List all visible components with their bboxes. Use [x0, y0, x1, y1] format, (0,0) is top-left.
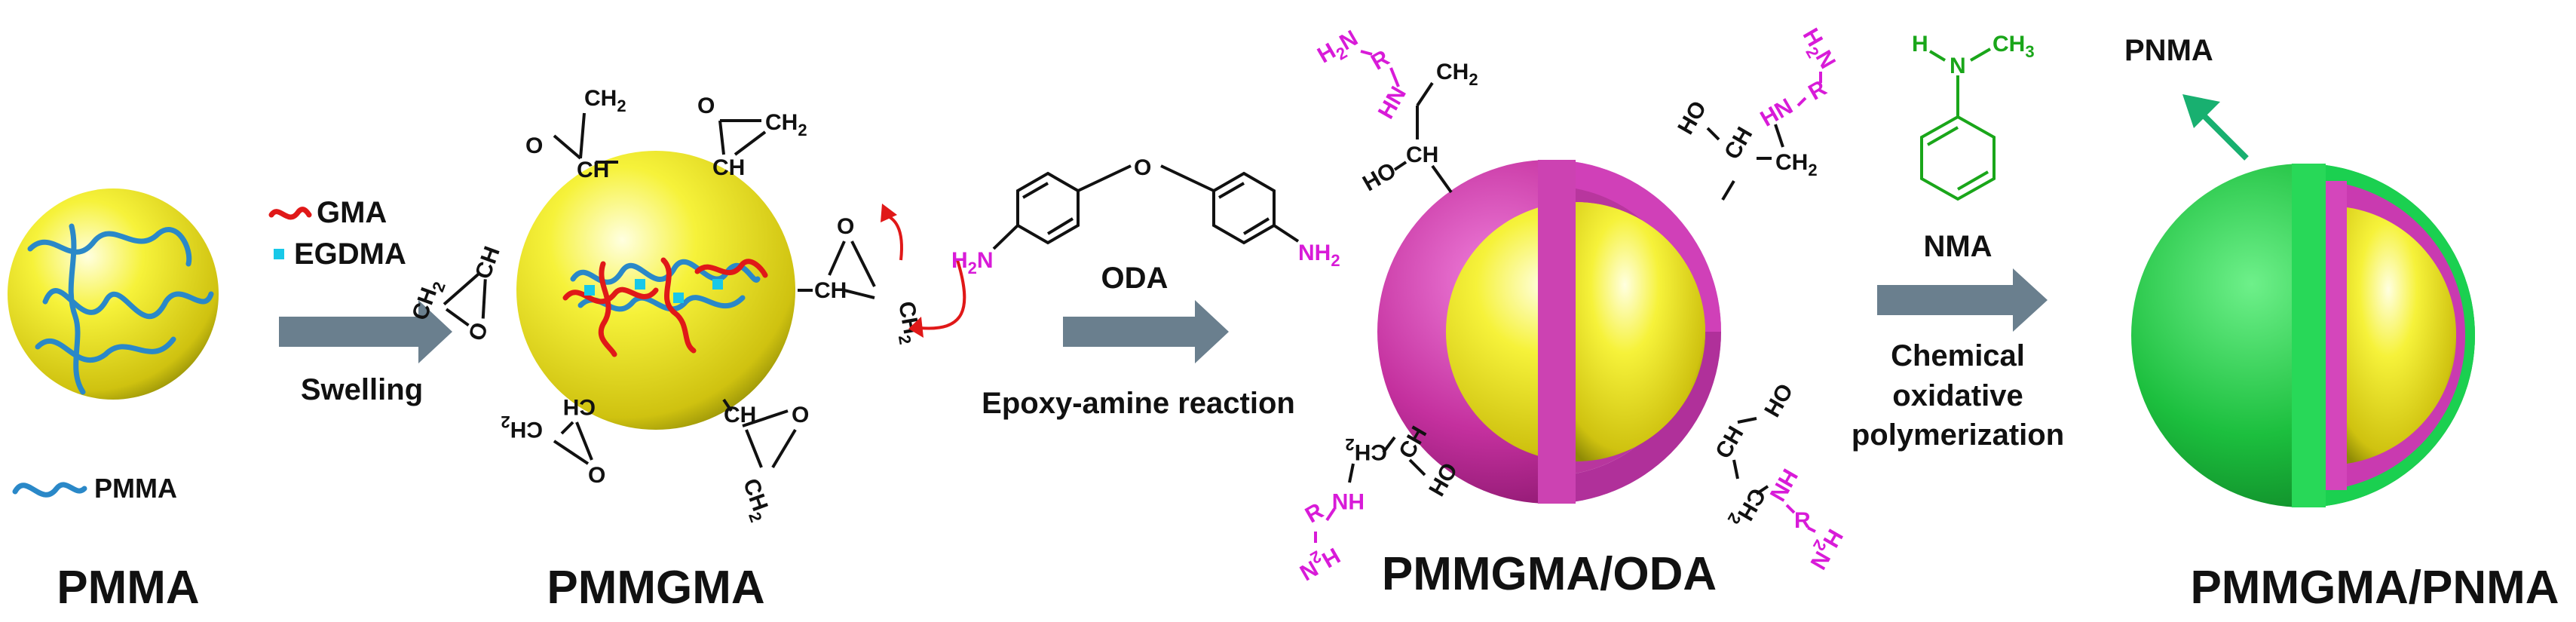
gma-chain [598, 261, 617, 357]
egdma-crosslink [712, 279, 723, 290]
egdma-crosslink [584, 285, 595, 296]
nma-structure: H N CH3 [1912, 32, 2035, 201]
svg-text:CH: CH [1406, 142, 1438, 167]
stage-title-pmmgma: PMMGMA [547, 562, 764, 614]
svg-text:R: R [1804, 75, 1831, 106]
attack-arrow-head-icon [881, 204, 897, 222]
svg-text:R: R [1794, 508, 1811, 533]
svg-text:CH2: CH2 [1775, 150, 1818, 179]
svg-text:CH2: CH2 [734, 475, 776, 525]
oxidative-label-line-3: polymerization [1852, 418, 2064, 452]
amine-chain: H2N R HN CH2 CH HO [1313, 26, 1478, 196]
gma-legend-label: GMA [317, 196, 387, 229]
svg-text:O: O [837, 214, 854, 239]
gma-chain [694, 259, 768, 278]
pmma-legend: PMMA [12, 473, 177, 504]
pmma-chain [68, 223, 86, 395]
svg-text:H: H [1912, 32, 1928, 57]
svg-text:H2N: H2N [951, 248, 994, 277]
egdma-icon [274, 249, 284, 259]
amine-chain: H2N R HN CH2 CH HO [1673, 24, 1840, 201]
pmma-chain-legend-icon [12, 482, 87, 498]
svg-text:H2N: H2N [1793, 24, 1840, 75]
egdma-crosslink [673, 293, 684, 303]
svg-text:CH3: CH3 [1992, 32, 2035, 61]
svg-text:CH: CH [577, 158, 609, 182]
svg-text:H2N: H2N [1293, 538, 1344, 585]
svg-text:O: O [792, 403, 809, 427]
svg-text:NH2: NH2 [1298, 241, 1340, 270]
svg-text:CH: CH [814, 278, 847, 303]
epoxy-amine-arrow [1063, 300, 1229, 363]
gma-chain [562, 286, 659, 305]
pmmgma-particle [516, 151, 795, 430]
svg-text:HN: HN [1764, 464, 1802, 505]
stage-title-pmmgma-oda: PMMGMA/ODA [1382, 548, 1717, 600]
egdma-crosslink [635, 279, 645, 290]
svg-text:O: O [697, 93, 715, 118]
epoxide-group: CH2 CH O [407, 243, 505, 344]
pmma-particle [8, 188, 219, 400]
attack-arrow [919, 259, 966, 330]
epoxy-amine-label: Epoxy-amine reaction [982, 387, 1295, 420]
nma-label: NMA [1923, 230, 1992, 263]
svg-text:HO: HO [1673, 97, 1711, 139]
attack-arrow-head-icon [908, 317, 924, 338]
svg-text:O: O [1134, 155, 1151, 180]
oxidative-label-line-1: Chemical [1891, 339, 2025, 372]
swelling-arrow [279, 300, 452, 363]
svg-text:CH2: CH2 [765, 110, 807, 139]
svg-text:CH: CH [563, 394, 596, 419]
pmmgma-pnma-particle [2131, 163, 2475, 508]
svg-text:O: O [525, 133, 543, 158]
attack-arrow [885, 213, 903, 261]
svg-text:R: R [1367, 45, 1394, 75]
svg-text:N: N [1950, 54, 1966, 78]
epoxide-group: CH CH2 O [501, 394, 605, 488]
epoxide-group: CH O CH2 [798, 214, 924, 346]
egdma-legend-label: EGDMA [294, 237, 406, 271]
oda-label: ODA [1101, 262, 1169, 295]
gma-icon [268, 207, 312, 220]
svg-text:O: O [464, 319, 493, 344]
svg-text:CH: CH [1720, 123, 1757, 164]
pmma-chain [35, 336, 176, 363]
epoxide-group: CH O CH2 [722, 398, 809, 525]
pmma-chain [27, 227, 192, 267]
egdma-legend: EGDMA [274, 237, 406, 271]
svg-text:HO: HO [1358, 158, 1400, 196]
oda-structure: O H2N NH2 [951, 155, 1340, 277]
svg-text:CH2: CH2 [501, 412, 543, 442]
stage-title-pmma: PMMA [57, 562, 199, 614]
stage-title-pmmgma-pnma: PMMGMA/PNMA [2190, 562, 2559, 614]
gma-legend: GMA [268, 196, 387, 229]
svg-text:H2N: H2N [1313, 26, 1365, 72]
oxidative-label-line-2: oxidative [1892, 379, 2023, 412]
svg-text:HO: HO [1760, 380, 1798, 421]
svg-text:O: O [588, 463, 605, 488]
svg-text:CH: CH [712, 155, 745, 180]
svg-text:R: R [1301, 498, 1328, 529]
svg-text:HN: HN [1374, 82, 1411, 123]
amine-chain: HO CH CH2 HN R H2N [1711, 380, 1847, 574]
svg-text:HN: HN [1332, 489, 1365, 513]
svg-text:CH2: CH2 [584, 86, 626, 115]
svg-text:CH2: CH2 [407, 276, 449, 326]
pnma-shell-label: PNMA [2124, 34, 2213, 67]
gma-chain [660, 257, 697, 354]
svg-text:CH2: CH2 [1436, 60, 1478, 89]
svg-text:CH: CH [1711, 422, 1748, 463]
pnma-pointer-arrow [2195, 107, 2249, 161]
pmmgma-oda-particle [1377, 160, 1721, 504]
polymerization-arrow [1877, 268, 2048, 332]
swelling-label: Swelling [301, 373, 423, 406]
epoxide-group: O CH2 CH [525, 86, 626, 182]
pnma-pointer-arrow-head-icon [2182, 94, 2220, 128]
svg-text:CH2: CH2 [1345, 435, 1387, 464]
epoxide-group: O CH2 CH [697, 93, 807, 180]
pmma-legend-label: PMMA [94, 473, 177, 504]
